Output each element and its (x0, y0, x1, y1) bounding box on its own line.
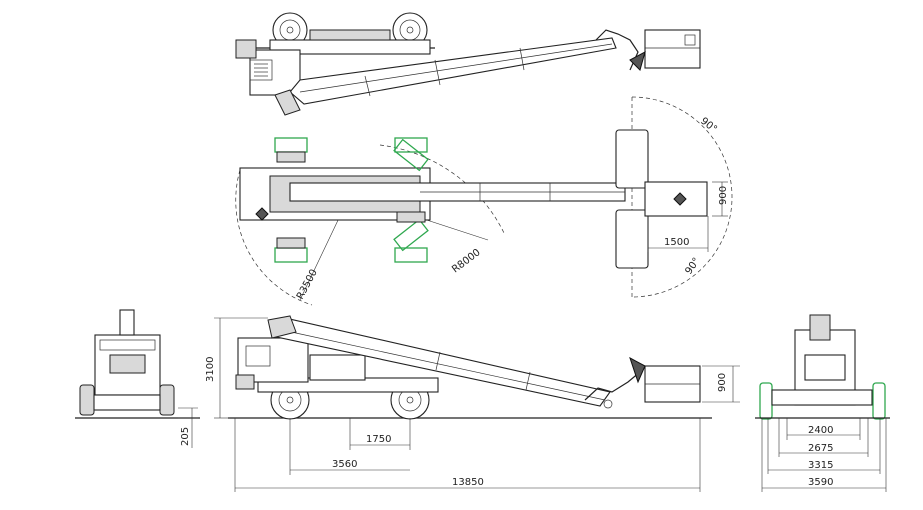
wheelbase-label: 3560 (332, 459, 357, 470)
front-view: 2400 2675 3315 3590 (755, 314, 890, 492)
engine-vents-top (249, 59, 273, 81)
boom-stowed (267, 315, 611, 407)
stowed-height-label: 3100 (205, 357, 216, 382)
chassis-deck-top (309, 29, 391, 41)
platform-swing-arc (631, 96, 733, 298)
platform-height-label: 900 (717, 373, 728, 392)
platform-depth-label: 1500 (664, 237, 689, 248)
axle-to-center-label: 1750 (366, 434, 391, 445)
engine-stowed (309, 354, 366, 381)
angle-top-label: 90° (698, 116, 719, 136)
overall-length-label: 13850 (452, 477, 484, 488)
radius-8000-arc (379, 144, 506, 236)
marker-plan (255, 207, 269, 221)
radius-outer-label: R8000 (450, 247, 483, 275)
ground-clearance-label: 205 (180, 427, 191, 446)
track-inner-label: 2400 (808, 425, 833, 436)
width-axle-label: 3315 (808, 460, 833, 471)
wheels-plan-green (274, 137, 429, 263)
side-elevation-raised (235, 12, 701, 116)
rear-view: 205 (75, 309, 200, 448)
plan-view: 90° 90° R8000 R3500 (235, 96, 733, 306)
front-wheel-left (759, 382, 773, 420)
overall-width-label: 3590 (808, 477, 833, 488)
counterweight-top (235, 39, 257, 59)
boom-raised (274, 37, 617, 116)
platform-plan-left (615, 129, 649, 189)
wheel-front-top (392, 12, 428, 48)
counterweight-stowed (235, 374, 255, 390)
platform-stowed (584, 356, 701, 409)
radius-inner-label: R3500 (295, 268, 320, 302)
front-wheel-right (872, 382, 886, 420)
platform-plan-right (615, 209, 649, 269)
platform-top-view-side (595, 29, 701, 71)
wheels-plan-grey (276, 151, 426, 249)
rear-boom-stub (119, 309, 135, 336)
side-elevation-stowed: 3100 900 1750 3560 13850 (205, 315, 740, 492)
turret-top (249, 49, 301, 96)
platform-width-label: 900 (718, 186, 729, 205)
radius-3500-arc (235, 169, 313, 306)
angle-bottom-label: 90° (683, 256, 702, 277)
track-mid-label: 2675 (808, 443, 833, 454)
